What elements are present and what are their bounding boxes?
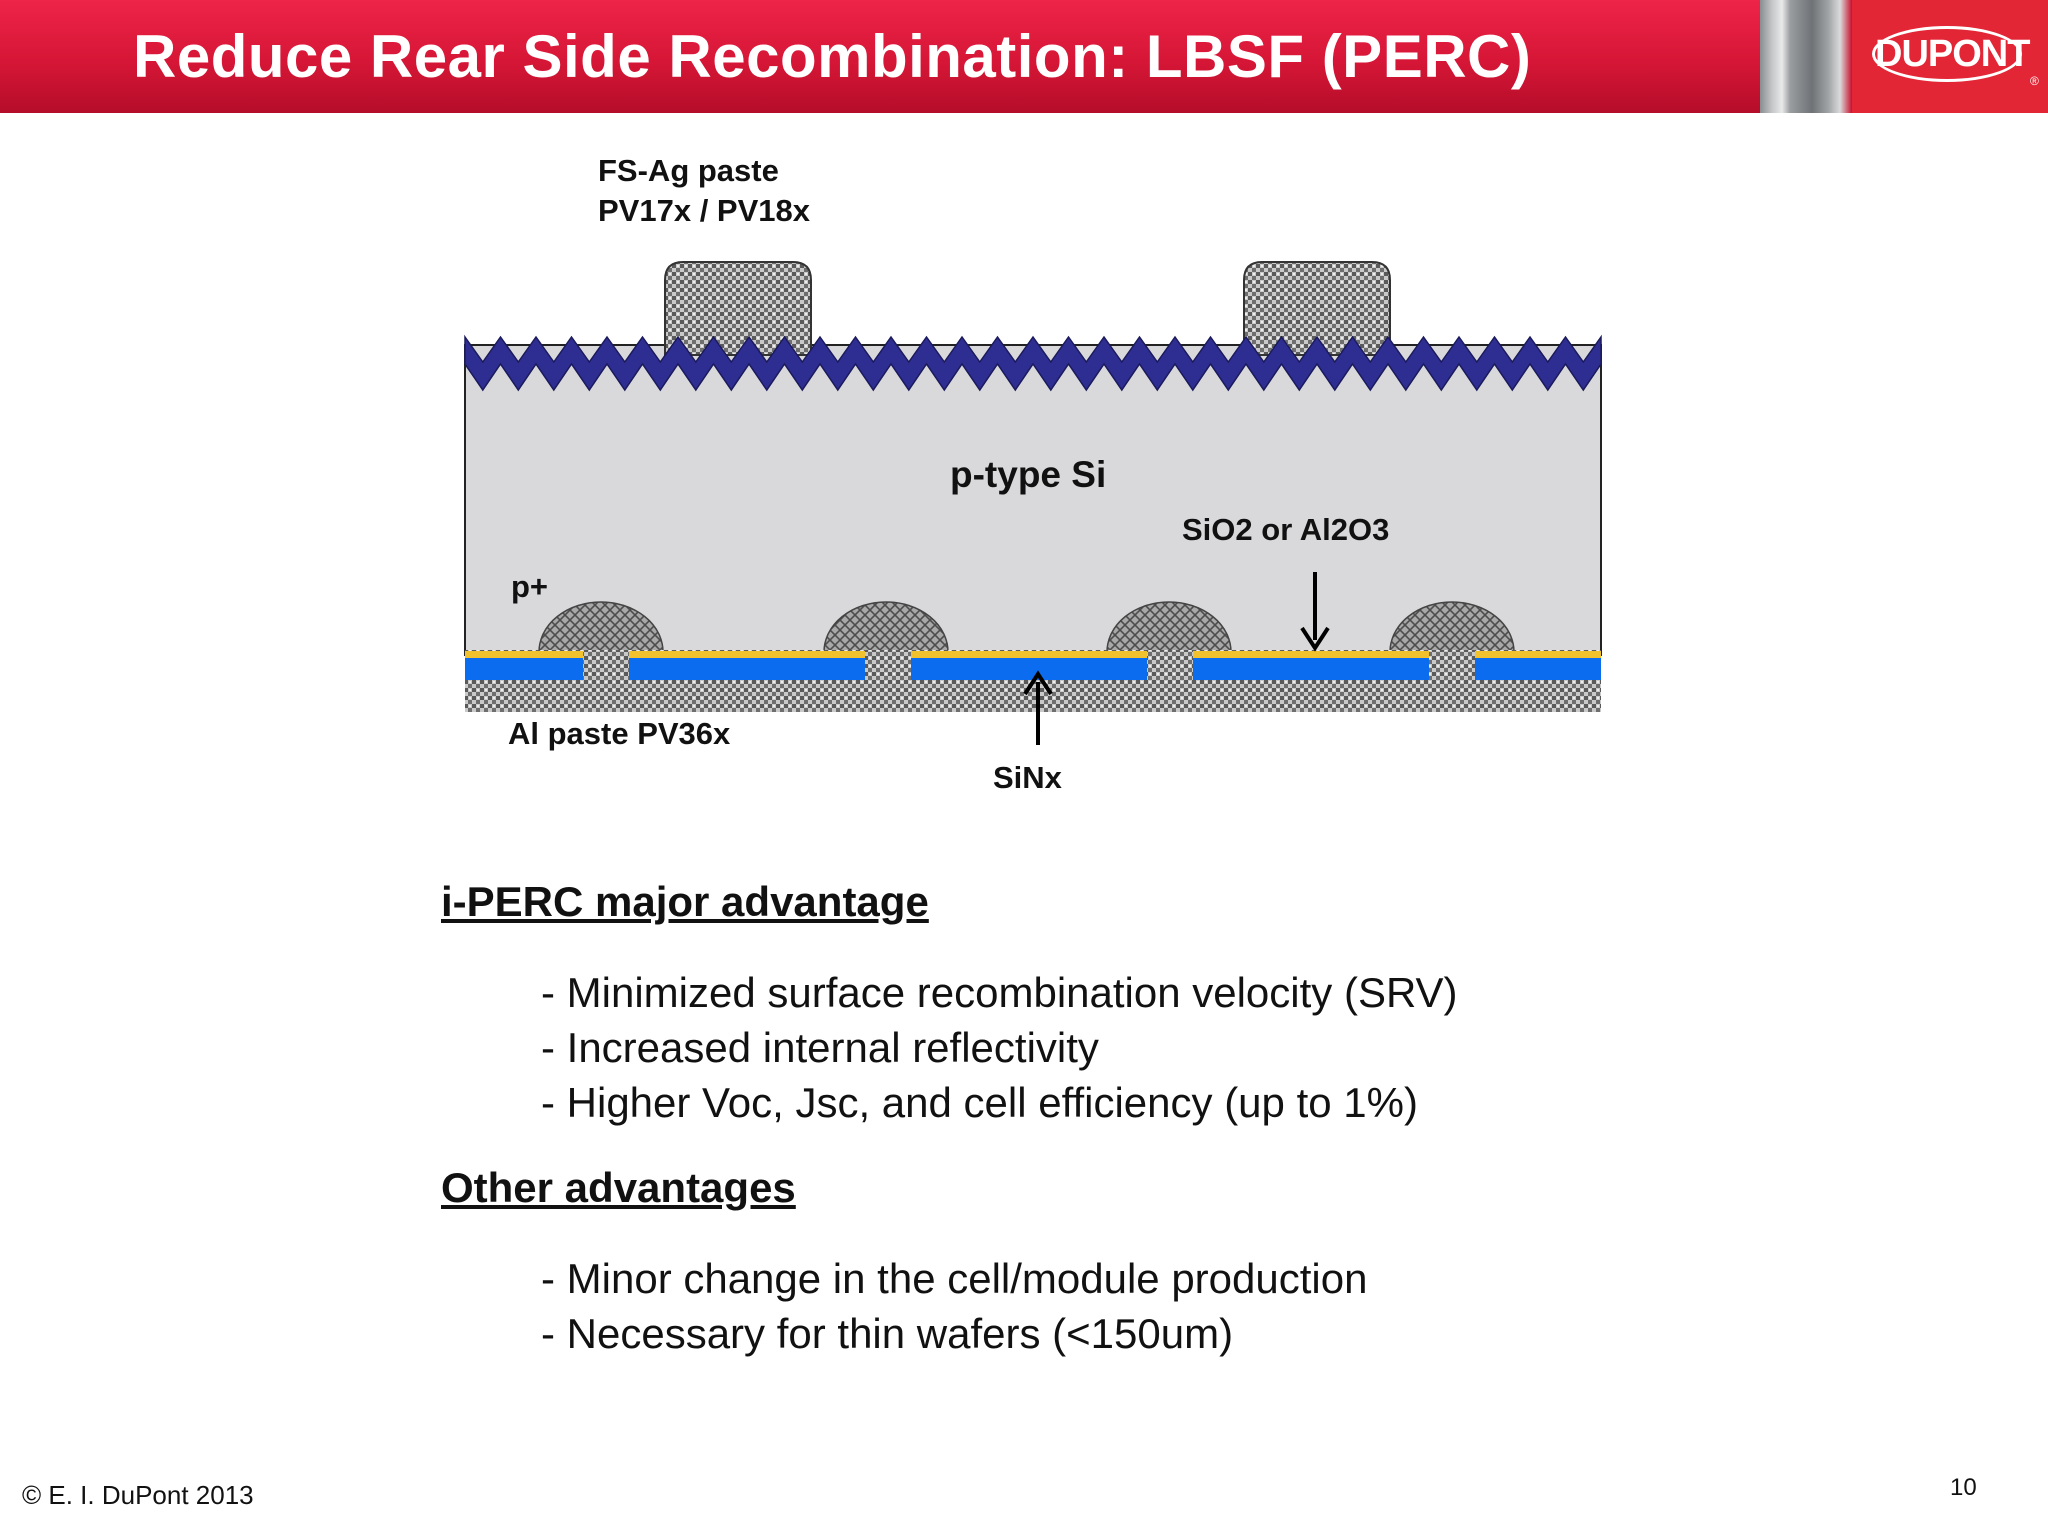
p-plus-region-3 (1106, 601, 1232, 653)
label-al-paste: Al paste PV36x (508, 716, 731, 751)
dupont-logo-oval: DUPONT (1872, 26, 2030, 82)
perc-cell-diagram (464, 261, 1602, 745)
slide-header: Reduce Rear Side Recombination: LBSF (PE… (0, 0, 2048, 113)
sinx-segment (629, 658, 865, 680)
sinx-segment (465, 658, 583, 680)
list-item: - Necessary for thin wafers (<150um) (541, 1310, 1234, 1357)
sio2-arrow (1300, 572, 1330, 652)
label-sio2-al2o3: SiO2 or Al2O3 (1182, 512, 1390, 547)
iperc-advantages-list: - Minimized surface recombination veloci… (541, 965, 1458, 1130)
label-pv-paste: PV17x / PV18x (598, 193, 810, 228)
front-finger-left (664, 261, 812, 356)
sinx-segment (1475, 658, 1601, 680)
list-item: - Higher Voc, Jsc, and cell efficiency (… (541, 1079, 1418, 1126)
sinx-segment (911, 658, 1147, 680)
sinx-segment (1193, 658, 1429, 680)
front-texture-sinx (464, 334, 1602, 392)
page-number: 10 (1950, 1474, 1977, 1501)
section-heading-iperc: i-PERC major advantage (441, 878, 929, 925)
other-advantages-list: - Minor change in the cell/module produc… (541, 1251, 1367, 1361)
list-item: - Minor change in the cell/module produc… (541, 1255, 1368, 1302)
label-p-type-si: p-type Si (950, 454, 1107, 495)
oxide-segment (911, 651, 1147, 658)
p-plus-region-1 (538, 601, 664, 653)
section-heading-other: Other advantages (441, 1164, 796, 1211)
list-item: - Increased internal reflectivity (541, 1024, 1099, 1071)
oxide-segment (1475, 651, 1601, 658)
p-type-silicon (464, 344, 1602, 656)
registered-mark: ® (2030, 74, 2039, 88)
oxide-segment (629, 651, 865, 658)
p-plus-region-2 (823, 601, 949, 653)
label-fs-ag-paste: FS-Ag paste (598, 153, 779, 188)
slide-title: Reduce Rear Side Recombination: LBSF (PE… (133, 23, 1532, 90)
rear-passivation-stack (465, 651, 1601, 680)
front-finger-right (1243, 261, 1391, 356)
copyright-footer: © E. I. DuPont 2013 (22, 1480, 254, 1510)
sinx-arrow (1023, 670, 1053, 745)
header-stripes (1760, 0, 1852, 113)
list-item: - Minimized surface recombination veloci… (541, 969, 1458, 1016)
p-plus-region-4 (1389, 601, 1515, 653)
dupont-logo: DUPONT ® (1852, 0, 2048, 113)
oxide-segment (465, 651, 583, 658)
label-sinx: SiNx (993, 760, 1062, 795)
oxide-segment (1193, 651, 1429, 658)
label-p-plus: p+ (511, 569, 549, 604)
